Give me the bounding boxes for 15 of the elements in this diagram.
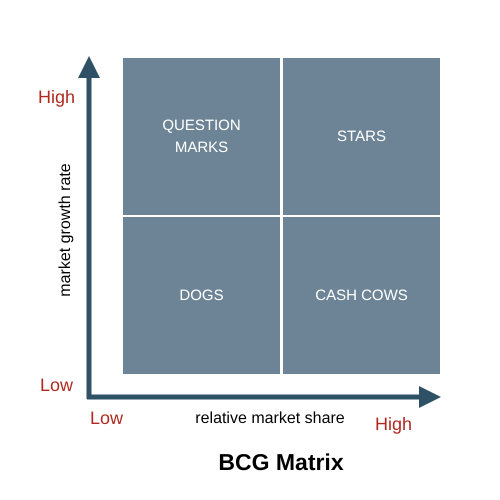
quadrant-label: QUESTION MARKS [161, 116, 242, 158]
quadrant-box [283, 217, 440, 374]
quadrant-label: DOGS [178, 286, 225, 306]
axis-end-label: Low [40, 375, 74, 396]
quadrant-box [283, 58, 440, 215]
quadrant-label: CASH COWS [314, 286, 409, 306]
quadrant-label: STARS [336, 126, 387, 147]
quadrant-box [123, 217, 280, 374]
axis-end-label: High [375, 414, 412, 435]
quadrant-box [123, 58, 280, 215]
axis-end-label: High [38, 87, 76, 108]
axis-title: market growth rate [57, 163, 75, 297]
axis-title: relative market share [195, 410, 345, 428]
diagram-title: BCG Matrix [218, 449, 344, 476]
axis-end-label: Low [90, 408, 124, 429]
